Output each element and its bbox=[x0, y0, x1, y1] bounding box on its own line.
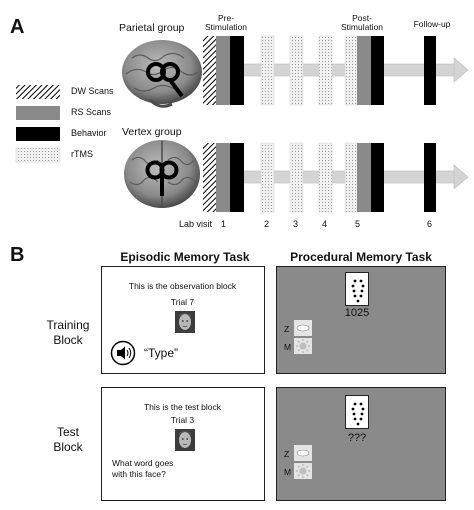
parietal-brain-image bbox=[122, 40, 202, 108]
rs-scan-block bbox=[357, 36, 371, 105]
panel-b-letter: B bbox=[10, 244, 25, 266]
spoken-word: “Type” bbox=[144, 346, 179, 360]
parietal-group-label: Parietal group bbox=[119, 22, 185, 34]
count-number: 1025 bbox=[344, 307, 370, 319]
trial-number: Trial 7 bbox=[170, 297, 195, 307]
rtms-block bbox=[344, 35, 359, 106]
behavior-block bbox=[424, 143, 436, 212]
legend-swatch-gray bbox=[16, 106, 60, 120]
legend-swatch-hatch bbox=[16, 85, 60, 99]
legend-swatch-dots bbox=[15, 147, 61, 163]
face-photo bbox=[175, 429, 195, 451]
vertex-group-label: Vertex group bbox=[122, 126, 182, 138]
procedural-training-screen: 1025 Z M bbox=[276, 266, 446, 374]
legend-label: DW Scans bbox=[71, 86, 114, 96]
legend-label: RS Scans bbox=[71, 107, 112, 117]
rtms-block bbox=[289, 142, 304, 213]
episodic-task-title: Episodic Memory Task bbox=[120, 250, 250, 264]
key-z-label: Z bbox=[284, 324, 290, 334]
legend-label: Behavior bbox=[71, 128, 107, 138]
test-block-text: This is the test block bbox=[143, 402, 221, 412]
study-timeline bbox=[122, 35, 469, 213]
pre-stimulation-label: Pre- Stimulation bbox=[204, 13, 248, 32]
sun-icon bbox=[294, 338, 312, 354]
behavior-block bbox=[424, 36, 436, 105]
test-block-label: Test Block bbox=[53, 425, 83, 454]
procedural-test-screen: ??? Z M bbox=[276, 387, 446, 501]
visit-number: 3 bbox=[293, 219, 299, 229]
rs-scan-block bbox=[216, 36, 230, 105]
observation-block-text: This is the observation block bbox=[128, 281, 237, 291]
legend-label: rTMS bbox=[71, 149, 93, 159]
behavior-block bbox=[371, 36, 384, 105]
rtms-block bbox=[318, 142, 333, 213]
visit-number: 4 bbox=[322, 219, 328, 229]
face-photo bbox=[175, 311, 195, 333]
key-m-label: M bbox=[284, 467, 292, 477]
dot-card bbox=[345, 395, 369, 429]
legend-swatch-black bbox=[16, 127, 60, 141]
key-z-label: Z bbox=[284, 449, 290, 459]
vertex-sessions bbox=[203, 142, 436, 213]
episodic-test-screen: This is the test block Trial 3 What word… bbox=[101, 387, 265, 501]
rtms-block bbox=[260, 142, 275, 213]
visit-number: 2 bbox=[264, 219, 270, 229]
panel-a-letter: A bbox=[10, 16, 25, 38]
behavior-block bbox=[371, 143, 384, 212]
speaker-icon bbox=[110, 340, 136, 366]
test-question: What word goes with this face? bbox=[112, 458, 174, 479]
visit-number: 6 bbox=[427, 219, 433, 229]
post-stimulation-label: Post- Stimulation bbox=[340, 13, 384, 32]
count-unknown: ??? bbox=[347, 432, 367, 444]
rs-scan-block bbox=[357, 143, 371, 212]
rtms-block bbox=[344, 142, 359, 213]
tms-coil-icon bbox=[145, 160, 179, 196]
procedural-task-title: Procedural Memory Task bbox=[290, 250, 432, 264]
follow-up-label: Follow-up bbox=[413, 19, 451, 29]
parietal-sessions bbox=[203, 35, 436, 106]
key-m-label: M bbox=[284, 342, 292, 352]
visit-number: 1 bbox=[221, 219, 227, 229]
cloud-icon bbox=[294, 445, 312, 461]
rs-scan-block bbox=[216, 143, 230, 212]
sun-icon bbox=[294, 463, 312, 479]
behavior-block bbox=[230, 36, 244, 105]
tms-coil-icon bbox=[146, 62, 184, 98]
trial-number: Trial 3 bbox=[170, 415, 195, 425]
dot-card bbox=[345, 272, 369, 306]
dw-scan-block bbox=[203, 143, 216, 212]
training-block-label: Training Block bbox=[46, 318, 90, 347]
rtms-block bbox=[260, 35, 275, 106]
visit-number: 5 bbox=[355, 219, 361, 229]
lab-visit-label: Lab visit bbox=[179, 219, 213, 229]
rtms-block bbox=[289, 35, 304, 106]
rtms-block bbox=[318, 35, 333, 106]
dw-scan-block bbox=[203, 36, 216, 105]
legend-swatches bbox=[15, 85, 61, 163]
cloud-icon bbox=[294, 320, 312, 336]
vertex-brain-image bbox=[124, 140, 200, 208]
behavior-block bbox=[230, 143, 244, 212]
episodic-training-screen: This is the observation block Trial 7 “T… bbox=[101, 266, 265, 374]
